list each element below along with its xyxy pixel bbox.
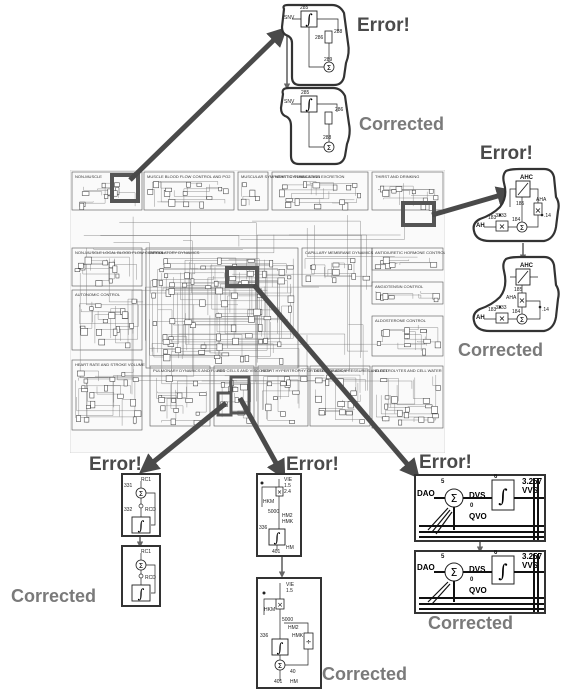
svg-text:∫: ∫: [498, 486, 508, 507]
bl-err-rc1: RC1: [141, 477, 151, 483]
svg-text:Σ: Σ: [278, 662, 282, 670]
bm-err-hm: HM: [286, 545, 294, 551]
bm-err-401: 401: [272, 549, 281, 555]
svg-text:×: ×: [499, 222, 506, 231]
right-cor-ahc: AHC: [520, 263, 534, 269]
right-cor-14: .14: [542, 307, 549, 313]
right-cor-183: 183: [488, 307, 497, 313]
svg-text:Σ: Σ: [139, 562, 143, 570]
svg-text:×: ×: [277, 489, 282, 496]
svg-text:Σ: Σ: [327, 64, 331, 72]
svg-text:×: ×: [535, 206, 542, 215]
bottom-left-corrected-label: Corrected: [11, 586, 96, 607]
top-error-label: Error!: [357, 15, 410, 37]
right-cor-aha: AHA: [506, 295, 517, 301]
bm-cor-hmk: HMK: [292, 633, 304, 639]
svg-text:∫: ∫: [138, 587, 145, 602]
br-cor-qvo: QVO: [469, 586, 487, 595]
top-corrected-panel: ∫ SNV 285 286 288 Σ: [277, 86, 359, 166]
arrow-to-bottom-right-error: [254, 285, 414, 472]
top-corrected-label: Corrected: [359, 114, 444, 135]
br-err-vvs: VVS: [522, 486, 539, 495]
svg-text:×: ×: [499, 314, 506, 323]
bm-cor-15: 1.5: [286, 588, 293, 594]
svg-text:Σ: Σ: [327, 144, 331, 152]
right-err-14: .14: [544, 213, 551, 219]
br-err-qvo: QVO: [469, 512, 487, 521]
bm-cor-hkm: HKM: [264, 607, 275, 613]
bottom-mid-error-panel: VIE 1.5 2.4 HKM HM2 HMK HM 5000 336 401 …: [256, 473, 302, 557]
right-cor-ah: AH: [476, 315, 485, 321]
svg-text:Σ: Σ: [451, 566, 458, 579]
svg-text:÷: ÷: [306, 638, 312, 646]
bm-err-24: 2.4: [284, 489, 291, 495]
bottom-mid-corrected-panel: VIE 1.5 HKM HM2 HMK HM 5000 336 40 401 ×…: [256, 577, 322, 689]
svg-text:∫: ∫: [277, 641, 284, 656]
bm-err-hkm: HKM: [263, 499, 274, 505]
br-err-dao: DAO: [417, 489, 435, 498]
svg-text:∫: ∫: [498, 561, 508, 582]
bottom-left-corrected-panel: RC1 RCD Σ ∫: [121, 545, 161, 607]
right-err-183: 183: [488, 215, 497, 221]
svg-text:Σ: Σ: [451, 492, 458, 505]
bm-cor-40: 40: [290, 669, 296, 675]
bottom-mid-corrected-label: Corrected: [322, 664, 407, 685]
bl-cor-rcd: RCD: [145, 575, 156, 581]
bm-cor-336: 336: [260, 633, 269, 639]
bl-err-332: 332: [124, 507, 133, 513]
svg-text:Σ: Σ: [520, 316, 524, 324]
right-err-ahc: AHC: [520, 175, 534, 181]
svg-text:×: ×: [519, 296, 526, 305]
bottom-right-error-panel: ∫ Σ 5 6 DAO DVS 0 QVO 3.257 VVS: [414, 474, 546, 542]
br-cor-3257: 3.257: [522, 552, 543, 561]
bottom-right-corrected-label: Corrected: [428, 613, 513, 634]
right-cor-184: 184: [512, 309, 521, 315]
br-err-3257: 3.257: [522, 477, 543, 486]
top-error-panel: ∫ SNV 285 288 286 289 Σ: [278, 3, 358, 87]
svg-text:Σ: Σ: [139, 490, 143, 498]
bottom-left-error-panel: RC1 331 332 RCD Σ ∫: [121, 473, 161, 537]
bm-err-5000: 5000: [268, 509, 279, 515]
svg-text:∫: ∫: [305, 12, 312, 28]
right-corrected-panel: × × Σ AHC AHA AH .3333 .14 185 184 183: [470, 255, 562, 335]
arrow-to-bottom-left-error: [146, 403, 226, 468]
bm-cor-hm: HM: [290, 679, 298, 685]
bottom-right-corrected-panel: ∫ Σ 5 6 DAO DVS 0 QVO 3.257 VVS: [414, 550, 546, 614]
right-err-184: 184: [512, 217, 521, 223]
bl-cor-rc1: RC1: [141, 549, 151, 555]
svg-text:×: ×: [277, 601, 283, 609]
svg-text:∫: ∫: [305, 97, 312, 113]
br-cor-vvs: VVS: [522, 561, 539, 570]
top-err-num-0: 285: [300, 5, 309, 11]
bl-err-331: 331: [124, 483, 133, 489]
right-error-panel: × × Σ AHC AHA AH .3333 .14 185 184 183: [470, 167, 562, 245]
svg-text:∫: ∫: [138, 519, 145, 534]
right-err-aha: AHA: [536, 197, 547, 203]
top-cor-num-0: 285: [301, 90, 310, 96]
top-err-num-1: 286: [315, 35, 324, 41]
bm-cor-401: 401: [274, 679, 283, 685]
svg-text:∫: ∫: [274, 531, 281, 546]
right-corrected-label: Corrected: [458, 340, 543, 361]
top-cor-num-2: 288: [323, 135, 332, 141]
arrow-to-bottom-mid-error: [240, 398, 281, 472]
bm-err-336: 336: [259, 525, 268, 531]
bm-cor-hm2: HM2: [288, 625, 299, 631]
bm-cor-5000: 5000: [282, 617, 293, 623]
arrow-to-top-error: [130, 33, 281, 180]
bm-err-hmk: HMK: [282, 519, 294, 525]
top-cor-num-1: 286: [335, 107, 344, 113]
br-cor-dao: DAO: [417, 563, 435, 572]
bottom-right-error-label: Error!: [419, 452, 472, 474]
bl-err-rcd: RCD: [145, 507, 156, 513]
right-error-label: Error!: [480, 143, 533, 165]
right-err-185: 185: [516, 201, 525, 207]
top-err-var-snv: SNV: [284, 15, 295, 21]
right-cor-185: 185: [514, 287, 523, 293]
svg-text:Σ: Σ: [520, 224, 524, 232]
right-err-ah: AH: [476, 223, 485, 229]
